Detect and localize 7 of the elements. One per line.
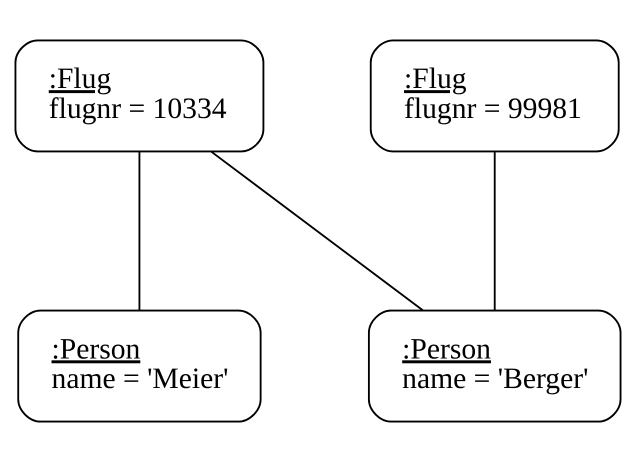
node-box: :Person name = 'Berger' xyxy=(368,309,622,422)
node-box: :Person name = 'Meier' xyxy=(17,309,262,422)
connector xyxy=(138,151,140,310)
node-box: :Flug flugnr = 10334 xyxy=(14,38,264,152)
connector xyxy=(494,151,496,310)
node-box: :Flug flugnr = 99981 xyxy=(370,38,620,152)
connector xyxy=(210,150,424,311)
